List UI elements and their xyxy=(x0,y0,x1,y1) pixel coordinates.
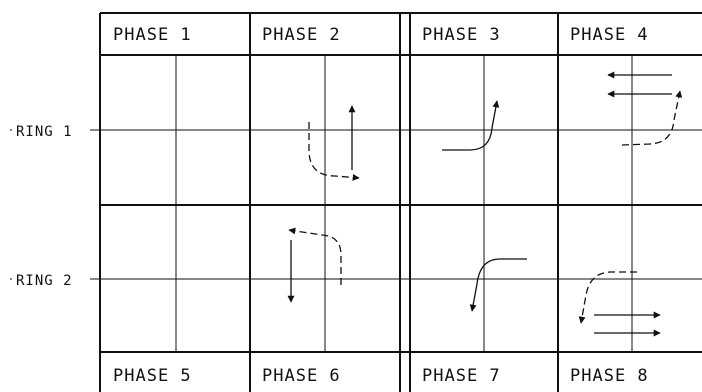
phase-7-label: PHASE 7 xyxy=(422,366,501,386)
phase-6-label: PHASE 6 xyxy=(262,366,341,386)
left-turn-permissive-arrow xyxy=(621,90,683,146)
left-turn-protected-arrow xyxy=(442,100,500,151)
barrier xyxy=(399,13,411,392)
grid xyxy=(10,12,702,392)
phase-7-movements xyxy=(469,258,527,312)
phase-3-movements xyxy=(442,100,500,151)
ring-2-label: RING 2 xyxy=(16,273,73,289)
phase-2-movements xyxy=(308,105,360,181)
phase-2-label: PHASE 2 xyxy=(262,25,341,45)
phase-5-label: PHASE 5 xyxy=(113,366,192,386)
phase-1-label: PHASE 1 xyxy=(113,25,192,45)
phase-8-label: PHASE 8 xyxy=(570,366,649,386)
left-turn-permissive-arrow xyxy=(288,227,342,285)
phase-3-label: PHASE 3 xyxy=(422,25,501,45)
phase-4-movements xyxy=(607,71,683,146)
phase-8-movements xyxy=(578,271,661,337)
ring-1-label: RING 1 xyxy=(16,124,73,140)
left-turn-permissive-arrow xyxy=(578,271,637,324)
left-turn-permissive-arrow xyxy=(308,122,360,181)
phase-6-movements xyxy=(287,227,342,303)
phase-4-label: PHASE 4 xyxy=(570,25,649,45)
left-turn-protected-arrow xyxy=(469,258,527,312)
